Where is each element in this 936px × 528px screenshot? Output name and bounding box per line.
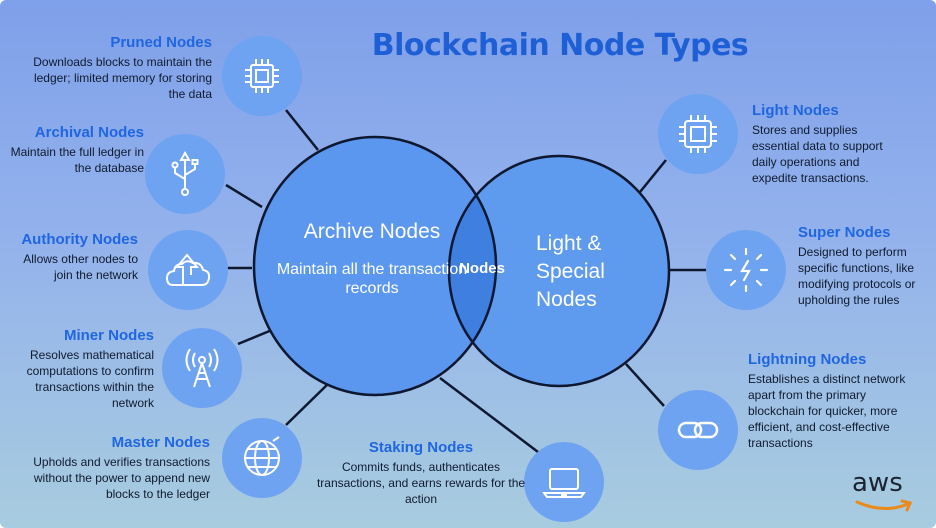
pruned-nodes-label: Pruned Nodes Downloads blocks to maintai… <box>20 34 212 102</box>
super-node-icon-circle <box>706 230 786 310</box>
connector-archival <box>225 183 263 209</box>
miner-nodes-desc: Resolves mathematical computations to co… <box>26 348 154 410</box>
pruned-nodes-title: Pruned Nodes <box>110 34 212 51</box>
authority-nodes-title: Authority Nodes <box>21 231 138 248</box>
lightning-nodes-desc: Establishes a distinct network apart fro… <box>748 372 906 450</box>
master-nodes-label: Master Nodes Upholds and verifies transa… <box>20 434 210 502</box>
antenna-icon <box>185 348 219 388</box>
light-nodes-desc: Stores and supplies essential data to su… <box>752 123 883 185</box>
archive-nodes-title: Archive Nodes <box>303 220 441 243</box>
master-node-icon-circle <box>222 418 302 498</box>
chip-icon <box>245 59 279 93</box>
light-special-title-line1: Light & <box>536 232 602 255</box>
staking-nodes-label: Staking Nodes Commits funds, authenticat… <box>316 439 526 507</box>
pruned-nodes-desc: Downloads blocks to maintain the ledger;… <box>33 55 212 101</box>
light-special-title-line2: Special <box>536 260 605 283</box>
usb-icon <box>171 150 199 196</box>
super-nodes-label: Super Nodes Designed to perform specific… <box>798 224 926 308</box>
master-nodes-title: Master Nodes <box>111 434 210 451</box>
archival-nodes-desc: Maintain the full ledger in the database <box>10 145 144 175</box>
connector-light <box>639 159 667 193</box>
cloud-upload-icon <box>165 253 211 286</box>
authority-nodes-desc: Allows other nodes to join the network <box>23 252 138 282</box>
light-nodes-title: Light Nodes <box>752 102 839 119</box>
archival-nodes-title: Archival Nodes <box>34 124 144 141</box>
staking-node-icon-circle <box>524 442 604 522</box>
globe-icon <box>244 436 280 476</box>
connector-pruned <box>285 109 319 151</box>
master-nodes-desc: Upholds and verifies transactions withou… <box>33 455 210 501</box>
processor-icon <box>679 115 717 153</box>
overlap-label: Nodes <box>459 260 505 277</box>
super-nodes-title: Super Nodes <box>798 224 891 241</box>
authority-nodes-label: Authority Nodes Allows other nodes to jo… <box>4 231 138 283</box>
aws-logo-text: aws <box>852 468 903 498</box>
page-title: Blockchain Node Types <box>371 28 749 63</box>
lightning-nodes-label: Lightning Nodes Establishes a distinct n… <box>748 351 908 451</box>
archival-node-icon-circle <box>145 134 225 214</box>
staking-nodes-desc: Commits funds, authenticates transaction… <box>316 460 526 506</box>
miner-nodes-title: Miner Nodes <box>63 327 154 344</box>
light-node-icon-circle <box>658 94 738 174</box>
lightning-node-icon-circle <box>658 390 738 470</box>
archive-nodes-desc: Maintain all the transaction records <box>276 261 468 297</box>
aws-smile-icon <box>855 499 913 512</box>
connector-master <box>285 381 331 426</box>
pruned-node-icon-circle <box>222 36 302 116</box>
miner-node-icon-circle <box>162 328 242 408</box>
lightning-burst-icon <box>723 247 769 293</box>
connector-miner <box>237 328 273 346</box>
light-special-title-line3: Nodes <box>536 288 597 311</box>
aws-logo: aws <box>852 468 922 518</box>
miner-nodes-label: Miner Nodes Resolves mathematical comput… <box>18 327 154 411</box>
staking-nodes-title: Staking Nodes <box>368 439 474 456</box>
light-nodes-label: Light Nodes Stores and supplies essentia… <box>752 102 902 186</box>
light-special-title: Light & Special Nodes <box>536 230 636 314</box>
authority-node-icon-circle <box>148 230 228 310</box>
lightning-nodes-title: Lightning Nodes <box>748 351 867 368</box>
archival-nodes-label: Archival Nodes Maintain the full ledger … <box>6 124 144 176</box>
laptop-icon <box>542 468 586 498</box>
link-icon <box>677 421 719 439</box>
connector-lightning <box>625 363 665 407</box>
super-nodes-desc: Designed to perform specific functions, … <box>798 245 916 307</box>
